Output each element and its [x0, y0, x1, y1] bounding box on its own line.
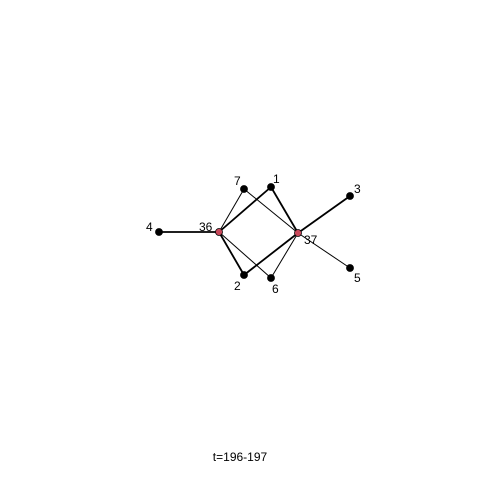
node-4 — [155, 228, 163, 236]
edge-6-37 — [270, 232, 299, 279]
node-36 — [215, 228, 223, 236]
node-label-36: 36 — [199, 220, 213, 234]
node-label-6: 6 — [272, 282, 279, 296]
node-label-37: 37 — [304, 233, 318, 247]
edges-layer — [159, 186, 351, 279]
node-label-1: 1 — [273, 172, 280, 186]
edge-37-5 — [297, 232, 351, 269]
edge-36-2 — [218, 231, 245, 276]
edge-36-1 — [218, 186, 272, 233]
node-label-4: 4 — [146, 220, 153, 234]
node-1 — [267, 183, 275, 191]
edge-1-37 — [270, 186, 299, 234]
node-label-5: 5 — [354, 271, 361, 285]
edge-37-3 — [297, 195, 351, 234]
node-6 — [267, 274, 275, 282]
labels-layer: 1 2 3 4 5 6 7 36 37 — [146, 172, 361, 296]
time-caption: t=196-197 — [212, 450, 268, 464]
edge-36-6 — [218, 231, 272, 279]
node-5 — [346, 264, 354, 272]
nodes-layer — [155, 183, 354, 282]
node-2 — [240, 271, 248, 279]
node-label-7: 7 — [234, 174, 241, 188]
node-7 — [240, 185, 248, 193]
edge-7-37 — [243, 188, 299, 234]
node-37 — [294, 229, 302, 237]
edge-2-37 — [243, 232, 299, 276]
edge-36-7 — [218, 188, 245, 233]
node-label-2: 2 — [234, 279, 241, 293]
node-label-3: 3 — [354, 182, 361, 196]
node-3 — [346, 192, 354, 200]
